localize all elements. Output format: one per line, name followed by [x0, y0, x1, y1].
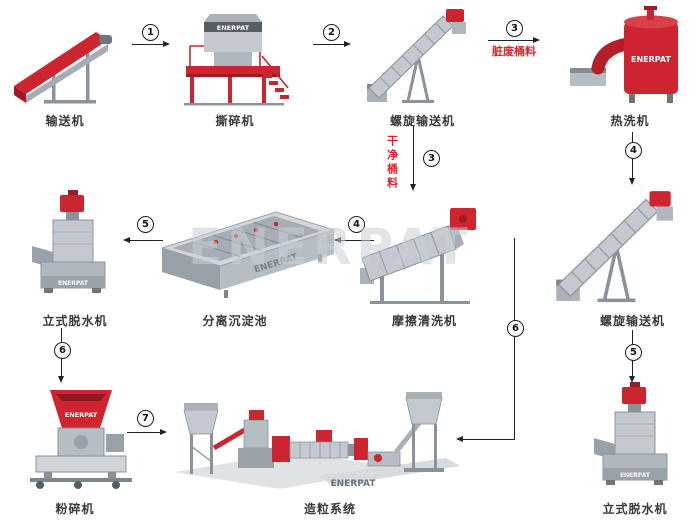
crusher-brand-text: ENERPAT [65, 411, 98, 419]
friction-washer-icon [360, 208, 476, 304]
flow-arrow-6-left [456, 435, 515, 442]
pelletizing-system-icon: ENERPAT [174, 392, 460, 489]
flow-arrow-7 [127, 428, 167, 435]
step-4-badge-mid: 4 [348, 216, 365, 233]
step-6-badge-right: 6 [507, 320, 524, 337]
dewater-right-brand-text: ENERPAT [620, 472, 651, 479]
screw-conveyor-top-illustration [366, 8, 471, 112]
vertical-dewater-right-illustration: ENERPAT [588, 382, 683, 504]
crusher-label: 粉碎机 [55, 502, 95, 516]
step-5-badge-mid: 5 [137, 216, 154, 233]
screw-conveyor-right-label: 螺旋输送机 [599, 314, 665, 328]
shredder-illustration: ENERPAT [176, 10, 291, 112]
flow-connector-6-vertical [514, 238, 515, 440]
screw-conveyor-icon [556, 191, 674, 303]
separation-tank-illustration: ENERPAT [158, 202, 338, 306]
shredder-brand-text: ENERPAT [217, 24, 250, 32]
dirty-material-note: 脏废桶料 [492, 45, 536, 58]
step-2-badge: 2 [323, 24, 340, 41]
vertical-dewater-left-label: 立式脱水机 [42, 314, 108, 328]
flow-arrow-2 [313, 40, 351, 47]
conveyor-label: 输送机 [45, 114, 85, 128]
hot-washer-icon: ENERPAT [570, 6, 678, 103]
pelletizing-system-illustration: ENERPAT [168, 386, 463, 498]
friction-washer-label: 摩擦清洗机 [391, 314, 457, 328]
crusher-icon: ENERPAT [30, 390, 132, 489]
vertical-dewater-icon: ENERPAT [32, 190, 106, 293]
step-4-badge-right: 4 [625, 142, 642, 159]
step-3-badge-mid: 3 [423, 150, 440, 167]
flow-arrow-5-left [123, 236, 163, 243]
screw-conveyor-right-illustration [552, 190, 682, 312]
hot-washer-label: 热洗机 [610, 114, 650, 128]
friction-washer-illustration [360, 196, 480, 312]
flow-arrow-4-left [334, 236, 374, 243]
crusher-illustration: ENERPAT [22, 384, 140, 500]
pelletizing-brand-text: ENERPAT [331, 479, 377, 489]
step-5-badge-right: 5 [625, 344, 642, 361]
dewater-left-brand-text: ENERPAT [58, 280, 89, 287]
separation-tank-label: 分离沉淀池 [202, 314, 268, 328]
step-3-badge-top: 3 [506, 20, 523, 37]
separation-tank-icon: ENERPAT [160, 211, 336, 298]
shredder-label: 撕碎机 [215, 114, 255, 128]
pelletizing-system-label: 造粒系统 [303, 502, 356, 516]
conveyor-illustration [12, 14, 120, 110]
screw-conveyor-top-label: 螺旋输送机 [389, 114, 455, 128]
shredder-icon: ENERPAT [184, 14, 289, 106]
vertical-dewater-left-illustration: ENERPAT [26, 190, 121, 312]
step-6-badge-left: 6 [54, 342, 71, 359]
hot-washer-brand-text: ENERPAT [631, 55, 671, 64]
step-1-badge: 1 [142, 24, 159, 41]
clean-material-note: 干净桶料 [385, 135, 399, 191]
conveyor-icon [14, 32, 112, 104]
step-7-badge: 7 [137, 410, 154, 427]
flow-arrow-3-down [409, 126, 416, 191]
flow-arrow-1 [132, 40, 170, 47]
flow-arrow-3-top [488, 36, 540, 43]
vertical-dewater-right-label: 立式脱水机 [602, 502, 668, 516]
screw-conveyor-icon [367, 9, 466, 103]
hot-washer-illustration: ENERPAT [568, 6, 690, 112]
vertical-dewater-icon: ENERPAT [594, 382, 668, 485]
